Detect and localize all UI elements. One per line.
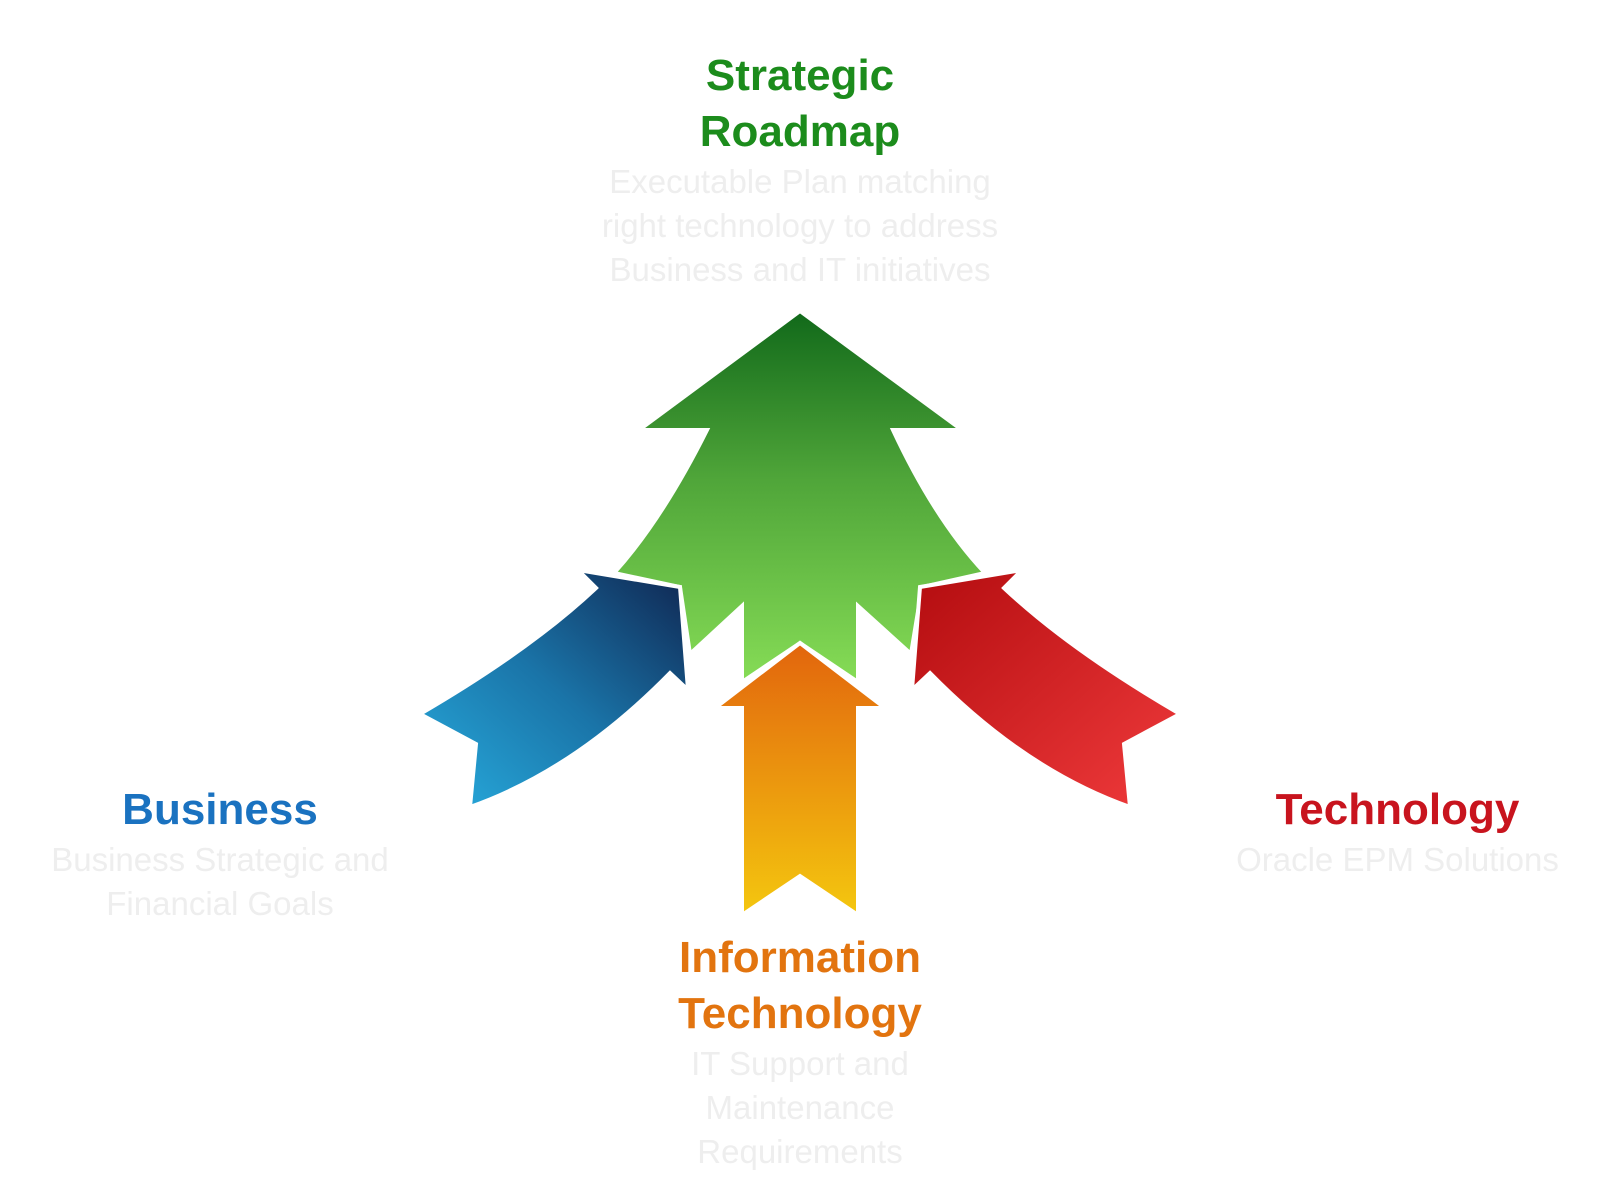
roadmap-text-block: Strategic Roadmap Executable Plan matchi… — [560, 48, 1040, 292]
roadmap-description-line: Executable Plan matching — [609, 163, 991, 200]
roadmap-description-line: Business and IT initiatives — [609, 251, 991, 288]
technology-description-line: Oracle EPM Solutions — [1236, 841, 1559, 878]
roadmap-description-line: right technology to address — [601, 207, 999, 244]
it-description: IT Support and Maintenance Requirements — [590, 1042, 1010, 1174]
technology-title: Technology — [1205, 782, 1590, 838]
it-description-line: Maintenance — [705, 1089, 895, 1126]
business-text-block: Business Business Strategic and Financia… — [10, 782, 430, 926]
it-arrow — [709, 640, 891, 919]
it-title: Information Technology — [590, 930, 1010, 1042]
it-text-block: Information Technology IT Support and Ma… — [590, 930, 1010, 1174]
it-title-line: Technology — [678, 989, 922, 1038]
it-title-line: Information — [679, 933, 921, 982]
it-description-line: IT Support and — [691, 1045, 909, 1082]
business-title-line: Business — [122, 785, 318, 834]
business-description: Business Strategic and Financial Goals — [10, 838, 430, 926]
technology-title-line: Technology — [1275, 785, 1520, 834]
business-description-line: Financial Goals — [106, 885, 334, 922]
technology-description: Oracle EPM Solutions — [1205, 838, 1590, 882]
roadmap-title-line: Roadmap — [699, 107, 901, 156]
technology-arrow — [909, 567, 1185, 810]
business-title: Business — [10, 782, 430, 838]
business-arrow — [415, 567, 691, 810]
roadmap-title-line: Strategic — [705, 51, 895, 100]
technology-text-block: Technology Oracle EPM Solutions — [1205, 782, 1590, 882]
roadmap-title: Strategic Roadmap — [560, 48, 1040, 160]
business-description-line: Business Strategic and — [51, 841, 389, 878]
it-description-line: Requirements — [697, 1133, 903, 1170]
roadmap-description: Executable Plan matching right technolog… — [560, 160, 1040, 292]
